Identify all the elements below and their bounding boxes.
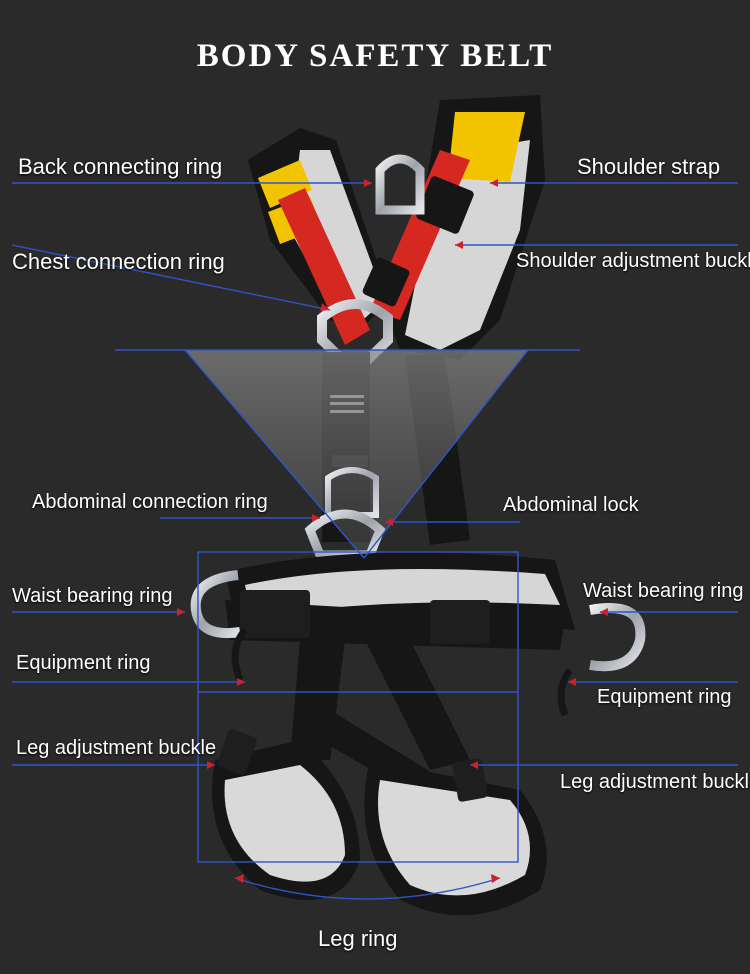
- abdominal-connection-ring: [304, 467, 386, 560]
- label-back-connecting-ring: Back connecting ring: [18, 154, 223, 179]
- shoulder-pad-right: [380, 95, 545, 360]
- label-equipment-ring-left: Equipment ring: [16, 652, 151, 674]
- waist-bearing-ring-left: [190, 570, 241, 638]
- label-leg-adjustment-buckle-left: Leg adjustment buckle: [16, 737, 217, 759]
- label-leg-ring: Leg ring: [318, 926, 398, 951]
- leg-ring-right: [364, 760, 547, 916]
- label-waist-bearing-ring-left: Waist bearing ring: [12, 585, 173, 607]
- label-abdominal-lock: Abdominal lock: [503, 494, 639, 516]
- label-equipment-ring-right: Equipment ring: [597, 686, 732, 708]
- leg-ring-left: [212, 740, 360, 900]
- label-shoulder-strap: Shoulder strap: [577, 154, 721, 179]
- magnifier-cone: [185, 350, 528, 558]
- label-leg-adjustment-buckle-right: Leg adjustment buckle: [560, 771, 750, 793]
- label-waist-bearing-ring-right: Waist bearing ring: [583, 580, 744, 602]
- equipment-ring-right: [557, 667, 573, 717]
- page-title: BODY SAFETY BELT: [196, 38, 554, 74]
- pointer-arrows: [177, 179, 608, 883]
- equipment-ring-left: [231, 627, 248, 682]
- label-abdominal-connection-ring: Abdominal connection ring: [32, 491, 268, 513]
- label-shoulder-adjustment-buckle: Shoulder adjustment buckle: [516, 250, 750, 272]
- waist-bearing-ring-right: [589, 603, 646, 672]
- label-chest-connection-ring: Chest connection ring: [12, 249, 225, 274]
- back-connecting-ring: [375, 154, 425, 215]
- leg-adjustment-buckles: [217, 729, 488, 802]
- waist-belt: [225, 552, 575, 650]
